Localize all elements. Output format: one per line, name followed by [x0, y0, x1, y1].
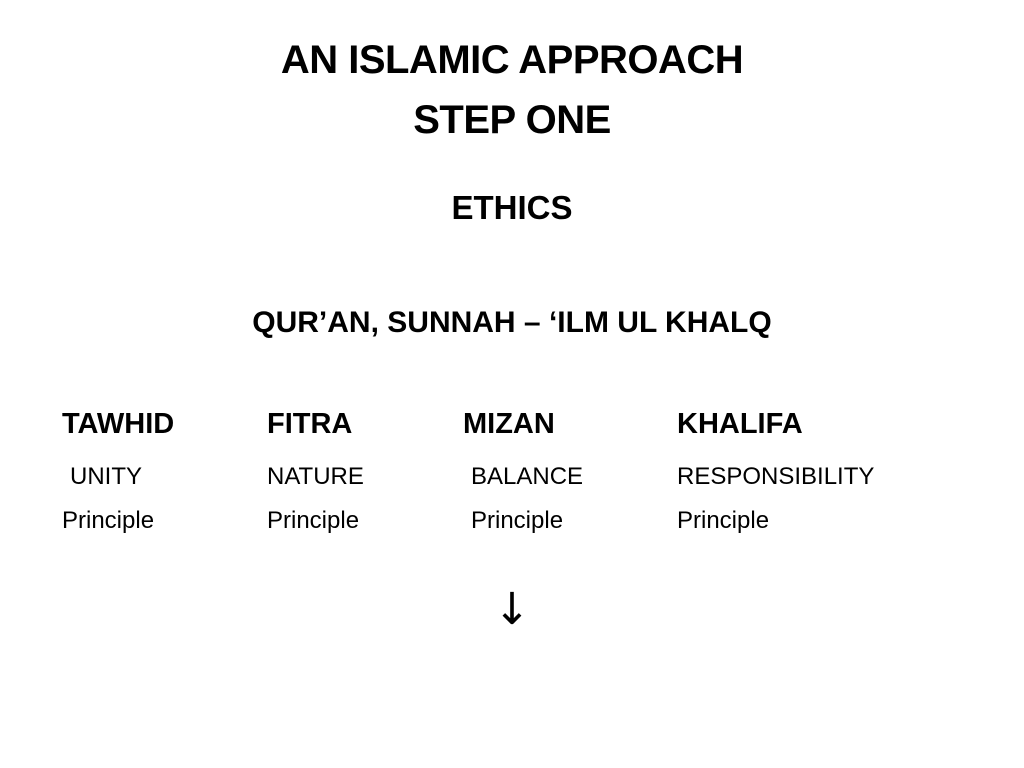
principle-meaning: UNITY [70, 463, 142, 490]
slide-subtitle: ETHICS [451, 189, 573, 226]
slide-title: AN ISLAMIC APPROACH [280, 38, 744, 82]
arrow-down-icon: ↓ [493, 584, 531, 635]
principle-name: FITRA [267, 408, 353, 440]
principle-label: Principle [62, 507, 155, 534]
principle-label: Principle [267, 507, 360, 534]
principle-column-fitra: FITRA NATURE Principle [267, 404, 487, 536]
principle-label: Principle [471, 507, 564, 534]
principle-label: Principle [677, 507, 770, 534]
sources-heading: QUR’AN, SUNNAH – ‘ILM UL KHALQ [252, 306, 772, 339]
principle-column-mizan: MIZAN BALANCE Principle [463, 404, 683, 536]
principle-meaning: BALANCE [471, 463, 584, 490]
principle-meaning: RESPONSIBILITY [677, 463, 875, 490]
principle-meaning: NATURE [267, 463, 364, 490]
slide-title-step: STEP ONE [413, 98, 611, 142]
principle-name: TAWHID [62, 408, 175, 440]
principle-name: KHALIFA [677, 408, 803, 440]
principle-column-tawhid: TAWHID UNITY Principle [62, 404, 282, 536]
principle-name: MIZAN [463, 408, 555, 440]
principle-column-khalifa: KHALIFA RESPONSIBILITY Principle [677, 404, 977, 536]
